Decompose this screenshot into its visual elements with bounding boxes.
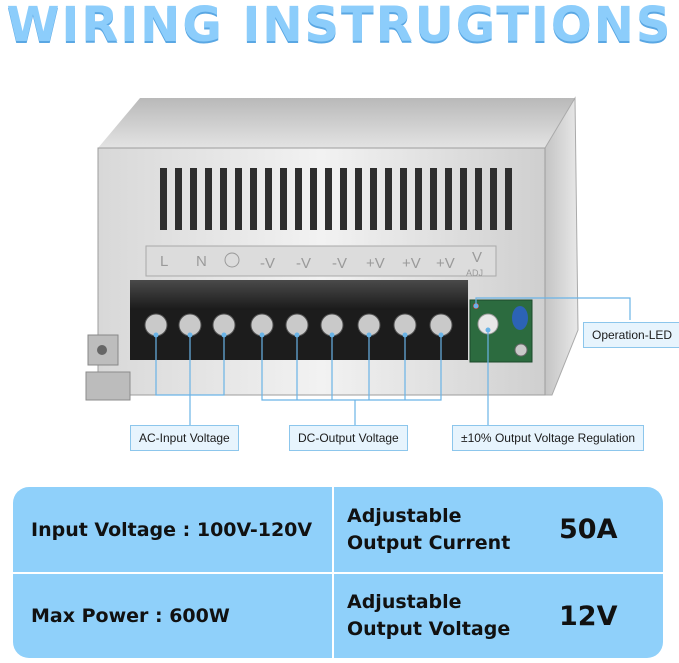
adjustable-voltage-label: Adjustable Output Voltage — [347, 574, 510, 658]
callout-dc-output: DC-Output Voltage — [289, 425, 408, 451]
terminal-block-cover — [130, 280, 468, 310]
mount-bracket-left — [85, 371, 131, 401]
table-divider-vertical — [332, 487, 334, 658]
callout-operation-led: Operation-LED — [583, 322, 679, 348]
n-label: N — [196, 253, 207, 270]
power-supply-illustration: L N -V -V -V +V +V +V V ADJ — [85, 96, 631, 425]
terminal-markings: L N -V -V -V +V +V +V V ADJ — [160, 249, 483, 278]
minus-v-label-2: -V — [296, 255, 311, 272]
adj-label: ADJ — [466, 268, 483, 278]
spec-table: Input Voltage : 100V-120V Max Power : 60… — [13, 487, 663, 658]
plus-v-label-1: +V — [366, 255, 385, 272]
adjustable-current-value: 50A — [559, 514, 618, 545]
adjustable-voltage-value: 12V — [559, 600, 618, 632]
table-divider-horizontal — [13, 572, 663, 574]
marking-strip — [145, 245, 497, 277]
callout-regulation: ±10% Output Voltage Regulation — [452, 425, 645, 451]
adjustable-current-label: Adjustable Output Current — [347, 487, 510, 572]
terminal-screws — [144, 313, 453, 337]
plus-v-label-3: +V — [436, 255, 455, 272]
page-title: WIRING INSTRUGTIONS — [6, 0, 673, 53]
plus-v-label-2: +V — [402, 255, 421, 272]
leader-lines — [155, 297, 631, 425]
v-label: V — [472, 249, 482, 266]
psu-top-face — [98, 98, 575, 148]
max-power-spec: Max Power : 600W — [31, 605, 230, 627]
adjustable-voltage-line2: Output Voltage — [347, 618, 511, 640]
ground-icon — [224, 252, 240, 268]
psu-side-face — [544, 96, 579, 396]
adjustable-voltage-line1: Adjustable — [347, 591, 462, 613]
callout-ac-input: AC-Input Voltage — [130, 425, 239, 451]
vent-slots — [160, 168, 512, 230]
l-label: L — [160, 253, 168, 270]
adjustable-current-line2: Output Current — [347, 531, 511, 554]
input-voltage-spec: Input Voltage : 100V-120V — [31, 518, 313, 541]
capacitor — [512, 306, 528, 330]
minus-v-label-1: -V — [260, 255, 275, 272]
minus-v-label-3: -V — [332, 255, 347, 272]
adjustable-current-line1: Adjustable — [347, 504, 462, 527]
